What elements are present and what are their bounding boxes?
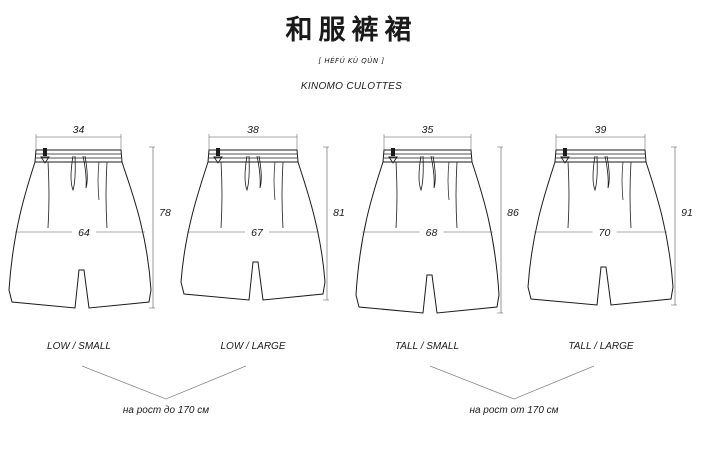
drawstring-low-large — [244, 155, 250, 192]
pants-outline-tall-small — [355, 161, 500, 314]
size-name-low-small: LOW / SMALL — [47, 341, 111, 352]
waistband-tall-large — [554, 149, 647, 163]
pleat-low-large — [220, 161, 223, 229]
pleat-tall-small — [395, 161, 398, 229]
size-name-tall-small: TALL / SMALL — [394, 341, 460, 352]
tag-arrow-tall-small — [388, 156, 398, 164]
hip-value-low-large: 67 — [251, 227, 264, 239]
hip-value-low-small: 64 — [78, 227, 90, 239]
drawstring-low-large — [256, 155, 262, 189]
drawstring-low-small — [70, 155, 76, 192]
romanization: [ HÉFÚ KÙ QÚN ] — [318, 57, 385, 65]
pleat-tall-large — [567, 161, 570, 229]
drawstring-low-small — [82, 155, 88, 189]
waist-value-tall-small: 35 — [422, 124, 434, 136]
tag-arrow-tall-large — [560, 156, 570, 164]
drawstring-tall-small — [418, 155, 424, 192]
pants-outline-low-small — [8, 161, 152, 309]
drawstring-tall-large — [604, 155, 610, 189]
tag-low-small — [43, 148, 47, 156]
tag-arrow-low-small — [40, 156, 50, 164]
pleat-tall-small — [455, 161, 458, 229]
drawstring-tall-large — [592, 155, 598, 192]
hip-label-bg-tall-small — [419, 226, 444, 238]
waistband-low-small — [34, 149, 123, 163]
group-label-tall: на рост от 170 см — [469, 405, 559, 416]
pleat-low-small — [47, 161, 50, 229]
hip-label-bg-low-small — [72, 226, 96, 238]
size-name-low-large: LOW / LARGE — [220, 341, 286, 352]
pleat-low-large — [281, 161, 284, 229]
hip-value-tall-small: 68 — [426, 227, 438, 239]
hip-label-bg-low-large — [245, 226, 269, 238]
tag-tall-small — [391, 148, 395, 156]
waistband-low-large — [207, 149, 299, 163]
group-label-short: на рост до 170 см — [122, 405, 210, 416]
waistband-tall-small — [382, 149, 473, 163]
waist-value-low-large: 38 — [247, 124, 259, 136]
tag-tall-large — [563, 148, 567, 156]
group-chevron-tall — [429, 365, 595, 400]
pleat-tall-large — [621, 161, 624, 201]
pleat-tall-large — [629, 161, 632, 229]
pleat-tall-small — [447, 161, 450, 201]
hip-label-bg-tall-large — [592, 226, 617, 238]
length-value-tall-small: 86 — [507, 207, 519, 219]
length-value-low-small: 78 — [159, 207, 171, 219]
pleat-low-large — [273, 161, 276, 201]
pleat-low-small — [105, 161, 108, 229]
pleat-low-small — [97, 161, 100, 201]
pants-outline-tall-large — [527, 161, 674, 306]
page-subtitle: KINOMO CULOTTES — [300, 81, 403, 92]
group-chevron-short — [81, 365, 247, 400]
length-value-tall-large: 91 — [681, 207, 693, 219]
drawstring-tall-small — [430, 155, 436, 189]
hip-value-tall-large: 70 — [599, 227, 611, 239]
pants-outline-low-large — [180, 161, 326, 301]
length-value-low-large: 81 — [333, 207, 345, 219]
waist-value-low-small: 34 — [73, 124, 85, 136]
waist-value-tall-large: 39 — [595, 124, 607, 136]
tag-low-large — [216, 148, 220, 156]
size-name-tall-large: TALL / LARGE — [568, 341, 634, 352]
page-title: 和服裤裙 — [285, 15, 418, 46]
tag-arrow-low-large — [213, 156, 223, 164]
